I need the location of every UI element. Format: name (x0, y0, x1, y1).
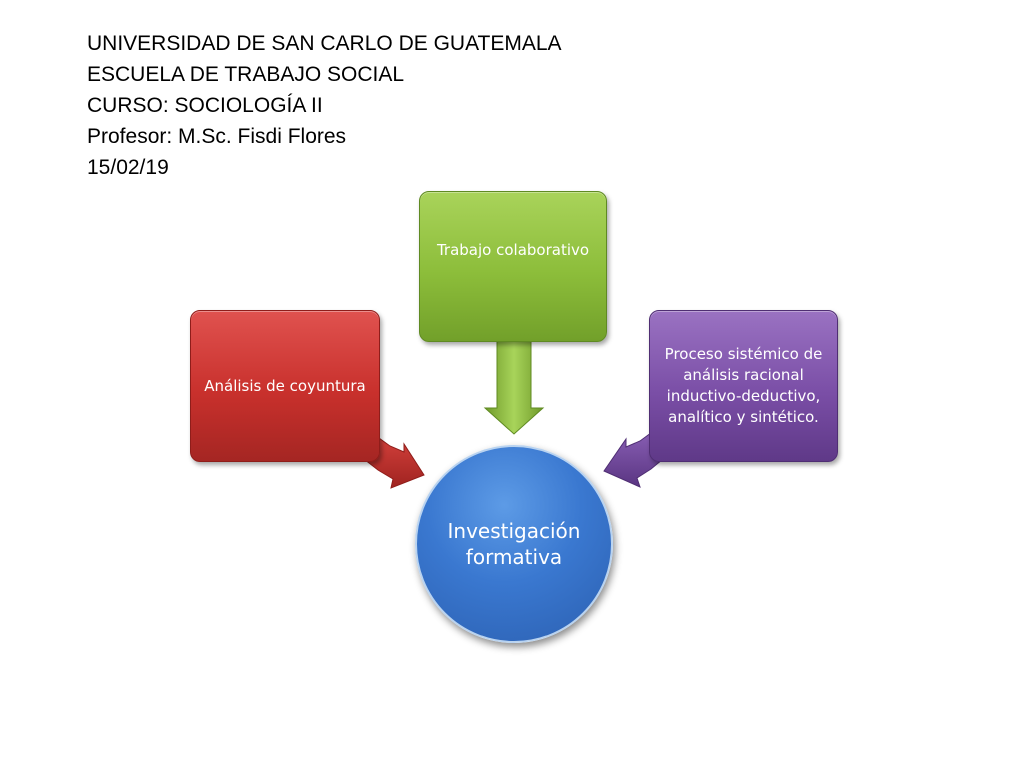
node-label: Trabajo colaborativo (436, 241, 590, 259)
course-name: CURSO: SOCIOLOGÍA II (87, 94, 323, 117)
school-name: ESCUELA DE TRABAJO SOCIAL (87, 63, 405, 86)
node-label: Proceso sistémico de análisis racional i… (664, 345, 823, 426)
arrow-top (483, 337, 545, 435)
node-proceso-sistemico: Proceso sistémico de análisis racional i… (649, 310, 838, 462)
slide-date: 15/02/19 (87, 156, 169, 179)
university-name: UNIVERSIDAD DE SAN CARLO DE GUATEMALA (87, 32, 562, 55)
professor-name: Profesor: M.Sc. Fisdi Flores (87, 125, 347, 148)
node-trabajo-colaborativo: Trabajo colaborativo (419, 191, 607, 342)
center-investigacion-formativa: Investigación formativa (415, 445, 613, 643)
node-label: Análisis de coyuntura (204, 376, 366, 395)
slide-header: UNIVERSIDAD DE SAN CARLO DE GUATEMALA ES… (87, 28, 562, 183)
center-label: Investigación formativa (447, 519, 581, 569)
node-analisis-coyuntura: Análisis de coyuntura (190, 310, 380, 462)
